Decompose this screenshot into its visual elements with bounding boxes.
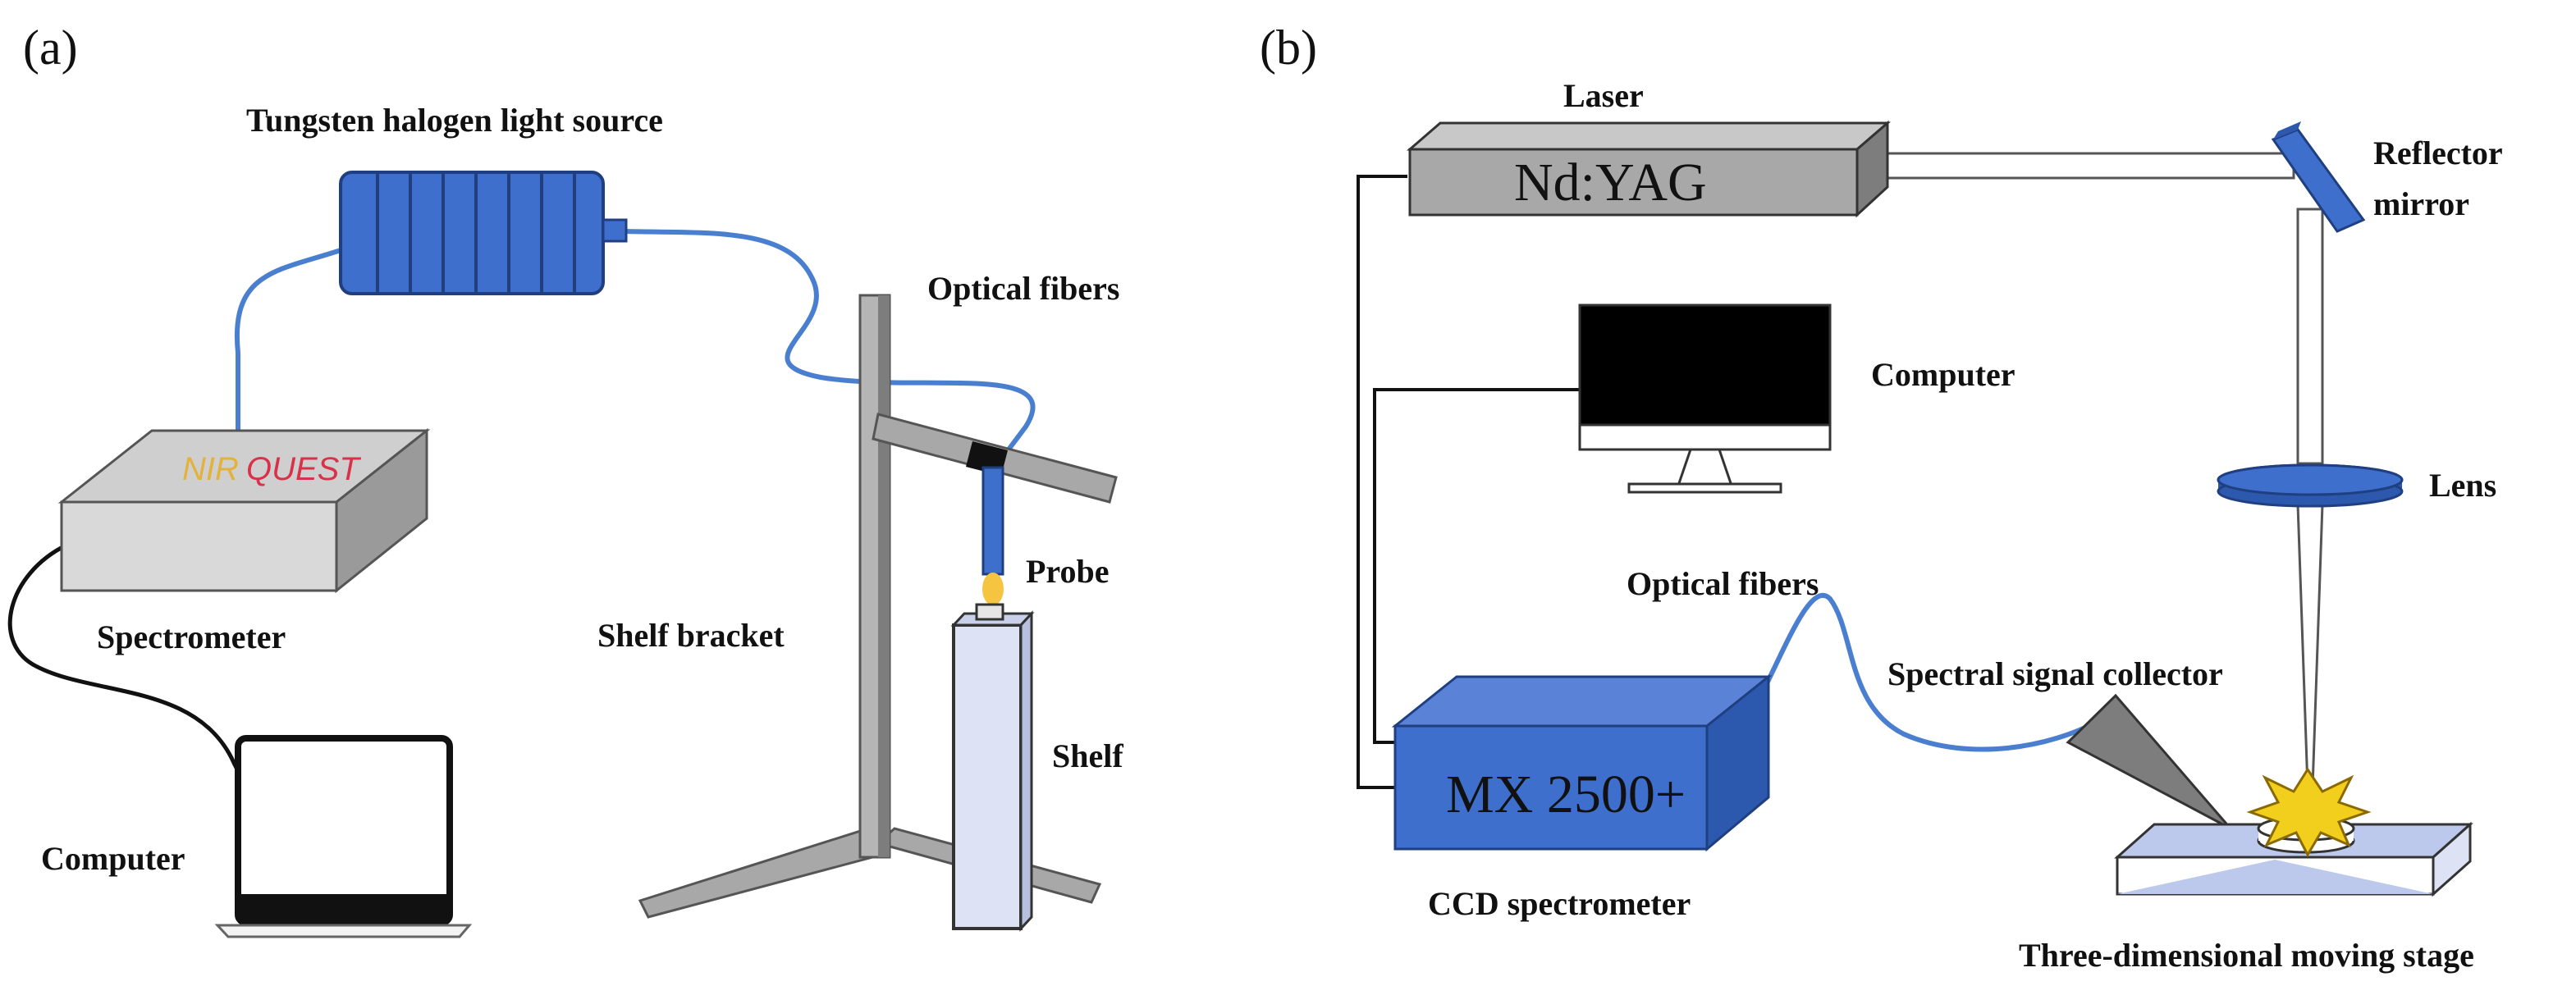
reflector-label-2: mirror (2373, 185, 2469, 222)
nd-yag-laser: Nd:YAG (1406, 120, 1892, 218)
fiber-ccd-to-collector (1733, 593, 2098, 752)
laser-beam-vertical (2296, 208, 2324, 465)
fiber-source-to-spectrometer (234, 248, 341, 435)
laser-model: Nd:YAG (1514, 153, 1707, 212)
ccd-model: MX 2500+ (1446, 765, 1686, 824)
spectrometer-label: Spectrometer (97, 618, 286, 655)
laser-spark (2246, 767, 2372, 858)
laser-beam-focused (2296, 503, 2324, 789)
panel-b-label: (b) (1260, 21, 1317, 75)
computer-label-b: Computer (1871, 356, 2016, 393)
lens-label: Lens (2429, 467, 2496, 504)
light-source-label: Tungsten halogen light source (246, 102, 663, 139)
spectrometer-brand-quest: QUEST (246, 451, 361, 487)
panel-b: (b) Nd:YAG Laser Reflector mirror (1260, 21, 2503, 974)
spectral-signal-collector (2066, 693, 2232, 830)
wire-laser-to-ccd (1357, 175, 1407, 789)
shelf-bracket (638, 294, 1118, 919)
desktop-computer (1578, 304, 1832, 494)
stage-label: Three-dimensional moving stage (2019, 937, 2474, 974)
shelf-label: Shelf (1052, 737, 1123, 774)
collector-label: Spectral signal collector (1887, 655, 2223, 692)
laser-beam-horizontal (1882, 152, 2295, 180)
spectrometer-brand-nir: NIR (182, 451, 239, 487)
nir-quest-spectrometer: NIR QUEST (57, 427, 431, 594)
ccd-spectrometer: MX 2500+ (1391, 673, 1773, 852)
reflector-mirror (2271, 121, 2366, 233)
optical-fibers-label-b: Optical fibers (1627, 565, 1819, 602)
lens (2217, 463, 2404, 508)
fiber-source-to-probe (623, 229, 1036, 461)
tungsten-halogen-light-source (339, 171, 628, 295)
optical-fibers-label-a: Optical fibers (927, 270, 1119, 307)
probe-label: Probe (1026, 553, 1109, 590)
panel-a: (a) Tungsten halogen light source NIR QU… (7, 21, 1123, 938)
probe (981, 466, 1004, 605)
panel-a-label: (a) (23, 21, 78, 75)
laptop-computer (214, 735, 473, 938)
ccd-spectrometer-label: CCD spectrometer (1428, 885, 1691, 922)
wire-computer-to-ccd (1373, 388, 1580, 744)
cable-spectrometer-to-computer (7, 543, 249, 789)
shelf (950, 603, 1035, 932)
shelf-bracket-label: Shelf bracket (597, 617, 785, 654)
reflector-label-1: Reflector (2373, 135, 2503, 171)
laser-label: Laser (1563, 77, 1644, 114)
computer-label-a: Computer (41, 840, 185, 877)
